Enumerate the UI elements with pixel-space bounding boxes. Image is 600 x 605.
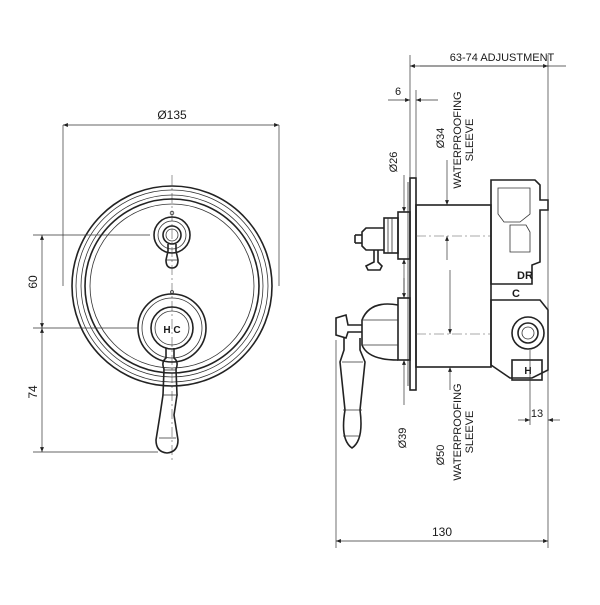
label-c: C bbox=[512, 288, 520, 300]
dim-39-label: Ø39 bbox=[397, 428, 409, 449]
dim-vertical-front: 60 74 bbox=[26, 234, 158, 453]
valve-body: DR C H bbox=[490, 179, 549, 381]
label-dr: DR bbox=[517, 270, 533, 282]
dim-74-label: 74 bbox=[26, 385, 40, 399]
side-view: DR C H bbox=[335, 52, 566, 548]
adjustment-label: 63-74 ADJUSTMENT bbox=[450, 52, 555, 64]
dim-34-label: Ø34 bbox=[435, 128, 447, 149]
label-h: H bbox=[524, 366, 531, 377]
dim-39: Ø39 bbox=[397, 278, 409, 448]
side-sleeve bbox=[415, 204, 492, 368]
front-plate-ring-1 bbox=[75, 189, 269, 383]
dim-34: Ø34 WATERPROOFING SLEEVE bbox=[435, 91, 476, 260]
dim-diameter-135: Ø135 bbox=[62, 108, 280, 286]
wp-top-line2: SLEEVE bbox=[464, 119, 476, 162]
front-plate-ring-2 bbox=[80, 194, 264, 378]
dim-6: 6 bbox=[388, 86, 438, 178]
dim-50: Ø50 WATERPROOFING SLEEVE bbox=[435, 270, 476, 481]
front-plate-ring-3 bbox=[84, 198, 260, 374]
front-view: H C Ø135 60 74 bbox=[26, 108, 280, 460]
dim-13-label: 13 bbox=[531, 408, 543, 420]
diverter-handle-side bbox=[354, 211, 411, 271]
dim-130-label: 130 bbox=[432, 525, 452, 539]
dim-adjustment: 63-74 ADJUSTMENT bbox=[409, 52, 566, 420]
wp-bot-line2: SLEEVE bbox=[464, 411, 476, 454]
hc-label: H C bbox=[163, 325, 180, 336]
dim-26-label: Ø26 bbox=[388, 152, 400, 173]
wp-bot-line1: WATERPROOFING bbox=[452, 383, 464, 480]
dim-13: 13 bbox=[518, 350, 560, 425]
dim-26: Ø26 bbox=[388, 152, 406, 296]
dim-6-label: 6 bbox=[395, 86, 401, 98]
mixer-handle-front: H C bbox=[137, 290, 207, 454]
wp-top-line1: WATERPROOFING bbox=[452, 91, 464, 188]
dim-130: 130 bbox=[335, 340, 549, 548]
dim-60-label: 60 bbox=[26, 275, 40, 289]
front-plate-ring-4 bbox=[89, 203, 255, 369]
front-plate-outer bbox=[71, 185, 273, 387]
side-plate bbox=[409, 177, 417, 391]
dim-135-label: Ø135 bbox=[157, 108, 187, 122]
dim-50-label: Ø50 bbox=[435, 445, 447, 466]
mixer-handle-side bbox=[335, 297, 411, 449]
diverter-handle-front bbox=[153, 210, 191, 269]
